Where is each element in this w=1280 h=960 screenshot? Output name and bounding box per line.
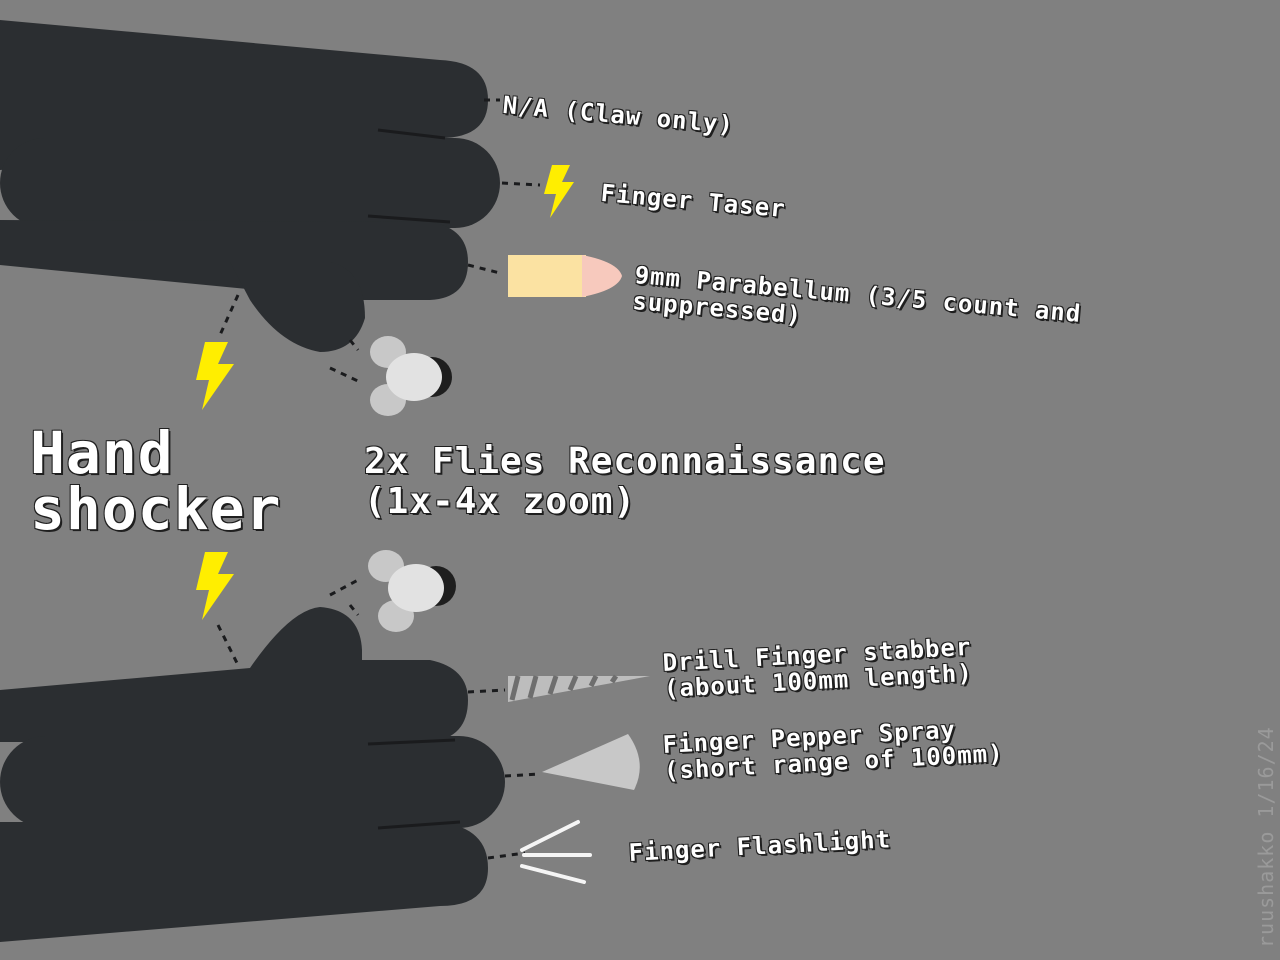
spray-cone-icon	[542, 734, 640, 790]
connector-lines	[216, 98, 541, 860]
watermark: ruushakko 1/16/24	[1254, 726, 1278, 948]
label-flies-line2: (1x-4x zoom)	[364, 481, 637, 522]
bottom-finger-creases	[367, 738, 461, 830]
label-hand-shocker: Hand shocker	[30, 419, 282, 543]
lightning-bolt-icons	[196, 165, 574, 620]
label-flies-line1: 2x Flies Reconnaissance	[364, 441, 886, 482]
fly-icon-top	[370, 336, 452, 416]
drill-icon	[508, 674, 650, 702]
bullet-icon	[508, 255, 622, 297]
lightning-bolt-icon	[196, 552, 234, 620]
top-hand	[0, 20, 500, 352]
fly-icon-bottom	[368, 550, 456, 632]
lightning-bolt-icon	[544, 165, 574, 218]
label-hand-shocker-line2: shocker	[30, 475, 282, 543]
bottom-hand	[0, 607, 505, 942]
lightning-bolt-icon	[196, 342, 234, 410]
top-finger-creases	[367, 128, 451, 224]
label-flies-recon: 2x Flies Reconnaissance (1x-4x zoom)	[364, 442, 886, 522]
label-hand-shocker-line1: Hand	[30, 419, 174, 487]
flashlight-beam-icon	[520, 820, 592, 884]
